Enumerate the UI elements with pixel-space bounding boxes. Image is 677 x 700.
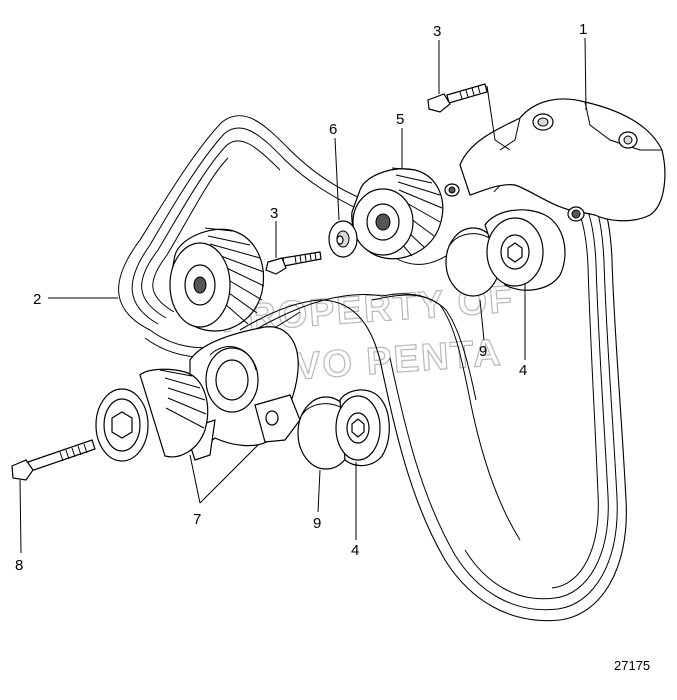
- callout-9-lower: 9: [313, 515, 321, 532]
- figure-number: 27175: [614, 658, 650, 673]
- idler-part-4-lower: [335, 389, 390, 467]
- grooved-pulley-left: [169, 227, 265, 332]
- callout-4-right: 4: [519, 362, 527, 379]
- tensioner-part-7: [95, 326, 301, 462]
- leader-lines: [19, 37, 587, 554]
- washer-part-6: [328, 220, 358, 258]
- callout-1: 1: [579, 21, 587, 38]
- idler-part-4-right: [484, 209, 566, 291]
- callout-3-middle: 3: [270, 205, 278, 222]
- callout-4-lower: 4: [351, 542, 359, 559]
- pulley-part-5: [351, 167, 444, 260]
- callout-8: 8: [15, 557, 23, 574]
- bolt-part-3-middle: [265, 251, 322, 275]
- callout-7: 7: [193, 511, 201, 528]
- callout-6: 6: [329, 121, 337, 138]
- callout-5: 5: [396, 111, 404, 128]
- callout-2: 2: [33, 291, 41, 308]
- bracket-part-1: [444, 98, 666, 222]
- bolt-part-8: [11, 439, 96, 481]
- callout-9-right: 9: [479, 343, 487, 360]
- callout-3-top: 3: [433, 23, 441, 40]
- bolt-part-3-top: [427, 83, 488, 113]
- callouts: 1 2 3 3 4 4 5 6 7 8 9 9: [15, 21, 587, 574]
